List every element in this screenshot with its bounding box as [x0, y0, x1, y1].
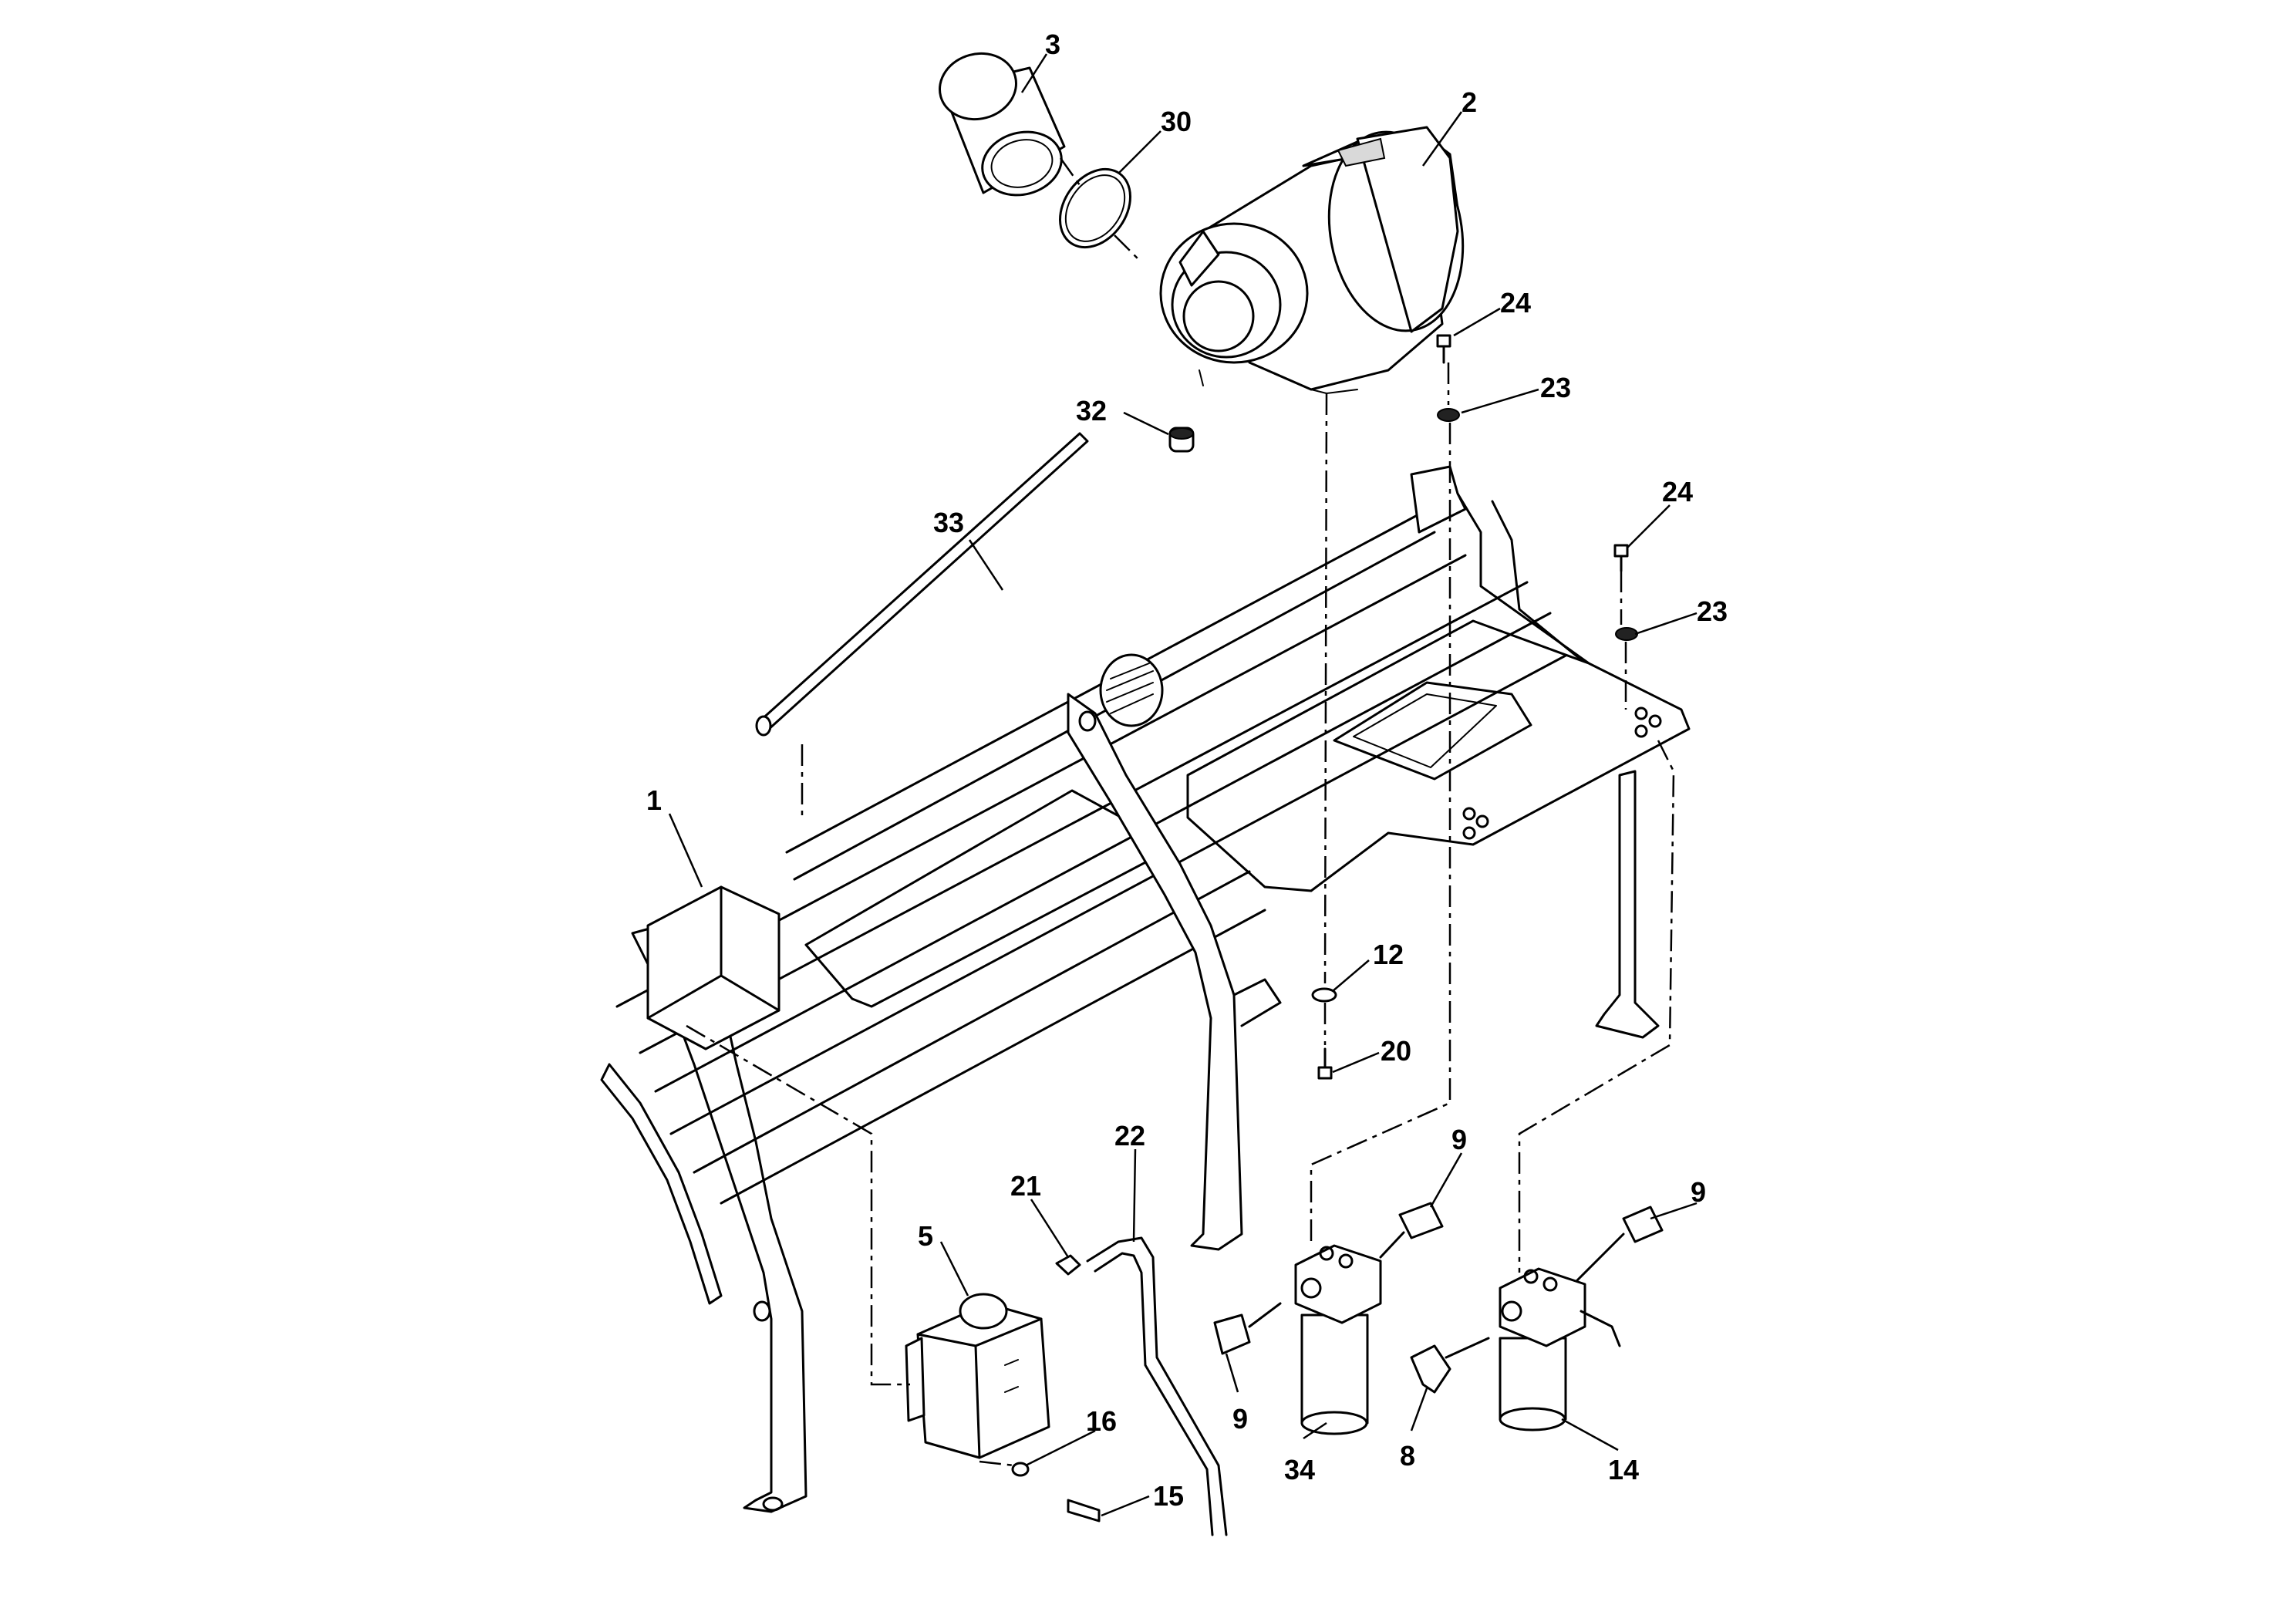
part-9-fitting-b	[1576, 1206, 1664, 1282]
callout-15: 15	[1153, 1480, 1184, 1512]
part-12-washer	[1311, 987, 1337, 1003]
callout-1: 1	[646, 784, 662, 816]
shelf-nuts	[1462, 706, 1662, 840]
part-24-bolt-right	[1613, 544, 1629, 572]
part-21-clamp	[1055, 1254, 1081, 1276]
part-3-intake-sleeve	[938, 52, 1066, 197]
callout-23-right: 23	[1697, 595, 1728, 627]
callout-9-a: 9	[1451, 1124, 1467, 1155]
part-32-drain-valve	[1168, 427, 1195, 453]
part-30-hose-clamp	[1059, 167, 1131, 249]
part-33-seal-strip	[755, 432, 1089, 737]
part-8-elbow	[1410, 1337, 1490, 1394]
callout-9-c: 9	[1232, 1403, 1248, 1435]
part-2-air-cleaner	[1159, 126, 1465, 394]
callout-8: 8	[1400, 1440, 1415, 1472]
part-9-fitting-a	[1379, 1202, 1444, 1259]
part-16-washer	[1011, 1462, 1030, 1477]
callout-21: 21	[1010, 1170, 1041, 1202]
callout-33: 33	[933, 507, 964, 538]
callout-20: 20	[1381, 1035, 1411, 1067]
assembly-lines	[686, 157, 1675, 1467]
callout-14: 14	[1608, 1454, 1639, 1485]
callout-22: 22	[1114, 1120, 1145, 1152]
callout-9-b: 9	[1691, 1176, 1706, 1208]
part-20-bolt	[1317, 1047, 1333, 1080]
callout-34: 34	[1284, 1454, 1315, 1485]
part-23-washer-right	[1615, 627, 1638, 641]
part-24-bolt-upper	[1436, 334, 1451, 364]
part-22-hose	[1086, 1236, 1228, 1536]
part-34-filter	[1294, 1244, 1382, 1435]
callout-30: 30	[1161, 106, 1192, 137]
callout-3: 3	[1045, 29, 1060, 60]
callout-12: 12	[1373, 939, 1404, 970]
callout-24-right: 24	[1662, 476, 1693, 508]
part-1-main-frame	[600, 465, 1691, 1513]
callout-5: 5	[918, 1220, 933, 1252]
part-9-fitting-c	[1213, 1302, 1282, 1355]
callout-16: 16	[1086, 1405, 1117, 1437]
callout-23-upper: 23	[1540, 372, 1571, 403]
part-14-filter	[1499, 1267, 1621, 1431]
callout-24-upper: 24	[1500, 287, 1531, 319]
callout-2: 2	[1462, 86, 1477, 118]
part-23-washer-upper	[1437, 408, 1460, 422]
part-15-bolt	[1067, 1499, 1101, 1523]
leader-lines	[668, 53, 1698, 1517]
callout-labels: 3 30 2 24 23 32 33 24 23 1 12 20 9 22 21…	[646, 29, 1728, 1512]
callout-32: 32	[1076, 395, 1107, 427]
part-5-reservoir	[905, 1293, 1050, 1459]
